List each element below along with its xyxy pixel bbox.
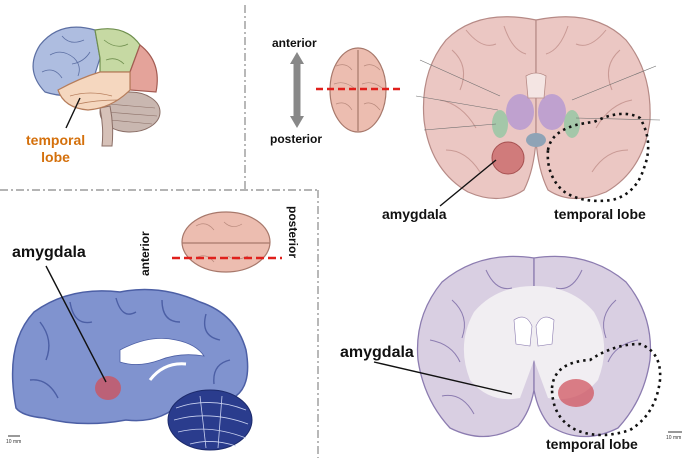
- amygdala-label-coronal-section: amygdala: [340, 344, 414, 361]
- temporal-lobe-label-section: temporal lobe: [546, 436, 638, 452]
- temporal-lobe-label-illustration: temporal lobe: [554, 206, 646, 222]
- scale-label-sagittal: 10 mm: [6, 439, 22, 445]
- posterior-label-bottom: posterior: [286, 206, 300, 259]
- temporal-lobe-label-line2: lobe: [41, 149, 70, 165]
- temporal-lobe-outline-illustration: [546, 112, 650, 203]
- amygdala-coronal-marker: [558, 379, 594, 407]
- amygdala-label-illustration: amygdala: [382, 206, 447, 222]
- amygdala-sagittal-marker: [95, 376, 121, 400]
- temporal-lobe-outline-section: [550, 342, 662, 437]
- panel-dividers: [0, 5, 319, 458]
- temporal-lobe-label-lateral: temporal lobe: [26, 132, 85, 166]
- dorsal-brain-bottom: [181, 211, 271, 273]
- ap-direction-arrow: [290, 52, 304, 128]
- lateral-brain-illustration: [32, 26, 161, 147]
- amygdala-label-sagittal: amygdala: [12, 244, 86, 261]
- scale-label-coronal: 10 mm: [666, 435, 682, 441]
- temporal-lobe-label-line1: temporal: [26, 132, 86, 148]
- coronal-illustration: [415, 16, 661, 207]
- anterior-label-top: anterior: [272, 36, 317, 50]
- coronal-nissl-section: [373, 255, 682, 438]
- amygdala-illustration-marker: [491, 141, 525, 175]
- sagittal-nissl-section: [8, 265, 253, 451]
- posterior-label-top: posterior: [270, 132, 323, 146]
- anterior-label-bottom: anterior: [138, 231, 152, 276]
